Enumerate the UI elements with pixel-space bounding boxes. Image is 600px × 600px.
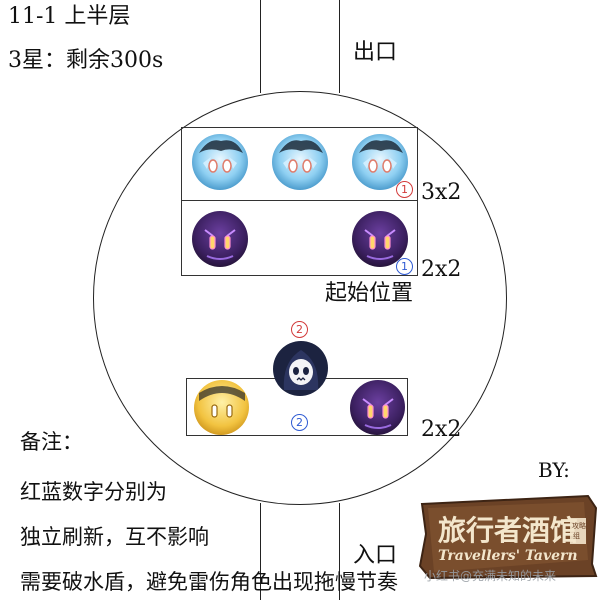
star-condition: 3星：剩余300s	[8, 48, 164, 73]
note-line: 独立刷新，互不影响	[20, 525, 209, 549]
note-line: 需要破水盾，避免雷伤角色出现拖慢节奏	[20, 570, 398, 594]
water-slime-icon	[191, 133, 249, 191]
svg-text:组: 组	[573, 531, 580, 540]
spawn-wave-badge-red: 2	[291, 321, 308, 338]
svg-text:Travellers' Tavern: Travellers' Tavern	[438, 548, 578, 564]
electro-slime-icon	[191, 210, 249, 268]
hooded-ghost-icon	[272, 340, 328, 396]
water-slime-icon	[351, 133, 409, 191]
exit-label: 出口	[353, 40, 398, 65]
corridor-line-bottom-right	[339, 503, 340, 600]
group-count: 2x2	[421, 417, 462, 442]
corridor-line-bottom-left	[260, 503, 261, 600]
corridor-line-top-right	[339, 0, 340, 93]
corridor-line-top-left	[260, 0, 261, 93]
electro-slime-icon	[349, 379, 405, 435]
entry-label: 入口	[353, 543, 398, 568]
watermark: 小红书@充满未知的未来	[424, 569, 557, 583]
travellers-tavern-logo: 旅行者酒馆 攻略 组 Travellers' Tavern	[418, 494, 598, 580]
spawn-wave-badge-blue: 2	[291, 414, 308, 431]
water-slime-icon	[271, 133, 329, 191]
spawn-wave-badge-blue: 1	[396, 258, 413, 275]
stage-title: 11-1 上半层	[8, 4, 131, 29]
spawn-wave-badge-red: 1	[396, 181, 413, 198]
group-count: 2x2	[421, 257, 462, 282]
start-position-label: 起始位置	[325, 281, 414, 306]
note-line: 红蓝数字分别为	[20, 480, 167, 504]
svg-text:攻略: 攻略	[572, 521, 586, 530]
credit-by-label: BY:	[538, 458, 570, 482]
group-count: 3x2	[421, 180, 462, 205]
golden-slime-icon	[193, 379, 249, 435]
arena-circle	[93, 91, 507, 505]
notes-title: 备注：	[20, 430, 83, 454]
svg-text:旅行者酒馆: 旅行者酒馆	[438, 514, 578, 547]
electro-slime-icon	[351, 210, 409, 268]
spawn-box-blue-1	[181, 200, 418, 276]
